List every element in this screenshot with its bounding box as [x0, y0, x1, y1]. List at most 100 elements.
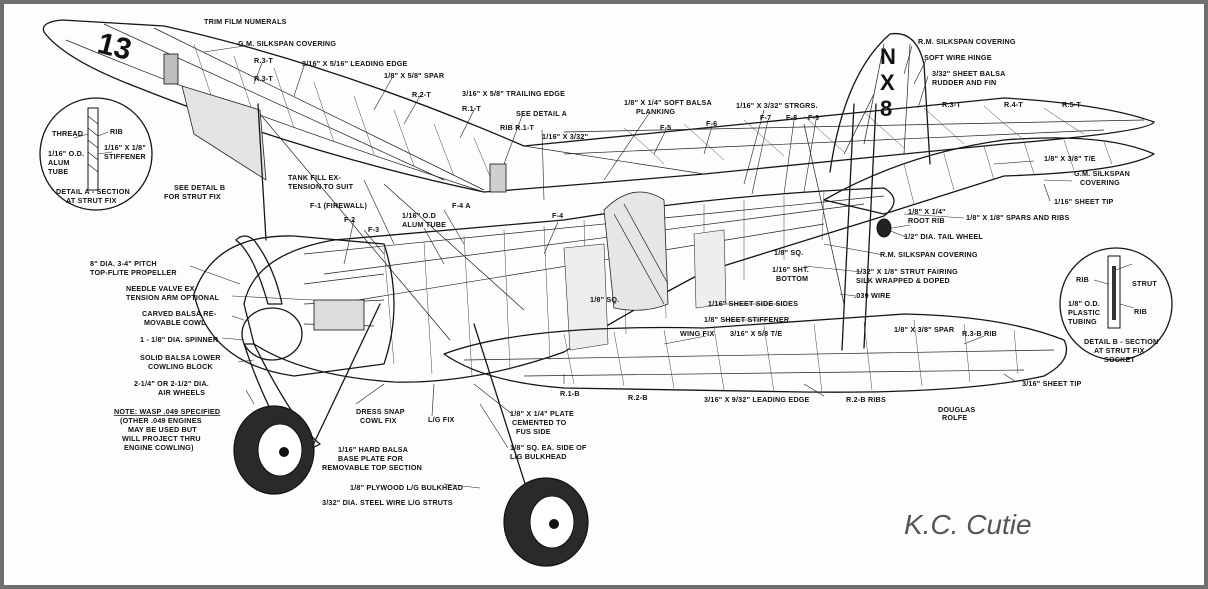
leader-lines: [189, 45, 1073, 489]
lower-wing: [443, 313, 1068, 393]
wing-registration: 13: [94, 27, 134, 67]
label-rudder-fin: RUDDER AND FIN: [932, 78, 996, 87]
label-sq-ea-side-1: 1/8" SQ. EA. SIDE OF: [510, 443, 587, 452]
callout-labels: TRIM FILM NUMERALS G.M. SILKSPAN COVERIN…: [90, 17, 1130, 507]
label-wing-fix: WING FIX: [680, 329, 714, 338]
label-note-2: (OTHER .049 ENGINES: [120, 416, 202, 425]
label-wire-039: .039 WIRE: [854, 291, 891, 300]
struts: [257, 103, 877, 351]
label-r3t-a: R.3-T: [254, 56, 273, 65]
label-gm-silkspan-top: G.M. SILKSPAN COVERING: [238, 39, 336, 48]
detail-a-label: THREAD: [52, 129, 83, 138]
label-lower-cowl-1: SOLID BALSA LOWER: [140, 353, 221, 362]
label-r1b: R.1-B: [560, 389, 580, 398]
label-carved-cowl-2: MOVABLE COWL: [144, 318, 206, 327]
detail-a-caption: AT STRUT FIX: [66, 196, 117, 205]
label-r3t-tail: R.3-T: [942, 100, 961, 109]
label-f8: F-8: [786, 113, 797, 122]
label-plate-2: CEMENTED TO: [512, 418, 567, 427]
label-note-1: NOTE: WASP .049 SPECIFIED: [114, 407, 220, 416]
label-f2: F-2: [344, 215, 355, 224]
stabilizer: [823, 137, 1155, 215]
label-te-3-16-5-8: 3/16" X 5/8 T/E: [730, 329, 782, 338]
detail-a-label: 1/16" X 1/8": [104, 143, 146, 152]
tail-reg-8: 8: [880, 96, 892, 121]
label-trailing-edge: 3/16" X 5/8" TRAILING EDGE: [462, 89, 565, 98]
label-gm-silkspan-1: G.M. SILKSPAN: [1074, 169, 1130, 178]
label-hard-balsa-1: 1/16" HARD BALSA: [338, 445, 408, 454]
label-hard-balsa-3: REMOVABLE TOP SECTION: [322, 463, 422, 472]
label-spinner: 1 - 1/8" DIA. SPINNER: [140, 335, 219, 344]
detail-a-label: ALUM: [48, 158, 70, 167]
label-note-4: WILL PROJECT THRU: [122, 434, 201, 443]
label-strut-fairing-2: SILK WRAPPED & DOPED: [856, 276, 950, 285]
label-f7: F-7: [760, 113, 771, 122]
label-steel-wire-struts: 3/32" DIA. STEEL WIRE L/G STRUTS: [322, 498, 453, 507]
label-soft-wire-hinge: SOFT WIRE HINGE: [924, 53, 992, 62]
detail-b-label: PLASTIC: [1068, 308, 1100, 317]
detail-a: [39, 97, 153, 211]
tail-fin: [829, 32, 931, 173]
label-sheet-balsa: 3/32" SHEET BALSA: [932, 69, 1006, 78]
label-f9: F-9: [808, 113, 819, 122]
label-rm-silkspan: R.M. SILKSPAN COVERING: [880, 250, 978, 259]
label-r3t-b: R.3-T: [254, 74, 273, 83]
detail-b-label: STRUT: [1132, 279, 1157, 288]
detail-b-label: RIB: [1076, 275, 1089, 284]
label-carved-cowl-1: CARVED BALSA RE-: [142, 309, 217, 318]
label-sheet-stiffener: 1/8" SHEET STIFFENER: [704, 315, 790, 324]
detail-a-label: TUBE: [48, 167, 68, 176]
label-sht-bottom-2: BOTTOM: [776, 274, 808, 283]
engine-cowl: [193, 235, 395, 450]
label-sheet-tip-top: 1/16" SHEET TIP: [1054, 197, 1114, 206]
cutaway-drawing: 13 N X 8: [39, 17, 1173, 567]
label-r2t: R.2-T: [412, 90, 431, 99]
label-sheet-tip-bottom: 3/16" SHEET TIP: [1022, 379, 1082, 388]
label-needle-valve-2: TENSION ARM OPTIONAL: [126, 293, 220, 302]
label-air-wheels-1: 2-1/4" OR 2-1/2" DIA.: [134, 379, 209, 388]
label-note-5: ENGINE COWLING): [124, 443, 194, 452]
label-f4a: F-4 A: [452, 201, 471, 210]
label-tank-fill-1: TANK FILL EX-: [288, 173, 341, 182]
label-rm-silkspan-tail: R.M. SILKSPAN COVERING: [918, 37, 1016, 46]
detail-b-caption: DETAIL B - SECTION: [1084, 337, 1158, 346]
label-leading-edge: 3/16" X 5/16" LEADING EDGE: [302, 59, 408, 68]
label-sq-1-8-b: 1/8" SQ.: [590, 295, 619, 304]
label-see-detail-a: SEE DETAIL A: [516, 109, 567, 118]
label-lg-fix: L/G FIX: [428, 415, 455, 424]
detail-a-caption: DETAIL A - SECTION: [56, 187, 130, 196]
label-spars-ribs: 1/8" X 1/8" SPARS AND RIBS: [966, 213, 1069, 222]
tail-reg-n: N: [880, 44, 896, 69]
label-f3: F-3: [368, 225, 379, 234]
landing-gear: [233, 218, 892, 567]
label-te-1-8-3-8: 1/8" X 3/8" T/E: [1044, 154, 1096, 163]
label-soft-balsa: 1/8" X 1/4" SOFT BALSA: [624, 98, 712, 107]
detail-a-label: STIFFENER: [104, 152, 146, 161]
label-sheet-side-sides: 1/16" SHEET SIDE SIDES: [708, 299, 798, 308]
label-for-strut-fix: FOR STRUT FIX: [164, 192, 221, 201]
detail-a-label: 1/16" O.D.: [48, 149, 84, 158]
label-plate-1: 1/8" X 1/4" PLATE: [510, 409, 574, 418]
detail-b-caption: SOCKET: [1104, 355, 1136, 364]
label-rib-r1t: RIB R.1-T: [500, 123, 535, 132]
label-planking: PLANKING: [636, 107, 675, 116]
detail-b-label: 1/8" O.D.: [1068, 299, 1100, 308]
label-r3b-rib: R.3-B RIB: [962, 329, 997, 338]
label-leading-edge-bottom: 3/16" X 9/32" LEADING EDGE: [704, 395, 810, 404]
label-alum-tube-2: ALUM TUBE: [402, 220, 446, 229]
label-f4: F-4: [552, 211, 563, 220]
label-spar-1-8-5-8: 1/8" X 5/8" SPAR: [384, 71, 445, 80]
label-dress-snap-2: COWL FIX: [360, 416, 397, 425]
label-f5: F-5: [660, 123, 671, 132]
label-lower-cowl-2: COWLING BLOCK: [148, 362, 213, 371]
label-plywood-bulkhead: 1/8" PLYWOOD L/G BULKHEAD: [350, 483, 463, 492]
label-spar-1-8-3-8: 1/8" X 3/8" SPAR: [894, 325, 955, 334]
detail-b-label: TUBING: [1068, 317, 1097, 326]
label-propeller-1: 8" DIA. 3-4" PITCH: [90, 259, 157, 268]
label-tank-fill-2: TENSION TO SUIT: [288, 182, 354, 191]
label-needle-valve-1: NEEDLE VALVE EX-: [126, 284, 198, 293]
label-sht-bottom-1: 1/16" SHT.: [772, 265, 809, 274]
label-note-3: MAY BE USED BUT: [128, 425, 197, 434]
label-trim-film: TRIM FILM NUMERALS: [204, 17, 287, 26]
